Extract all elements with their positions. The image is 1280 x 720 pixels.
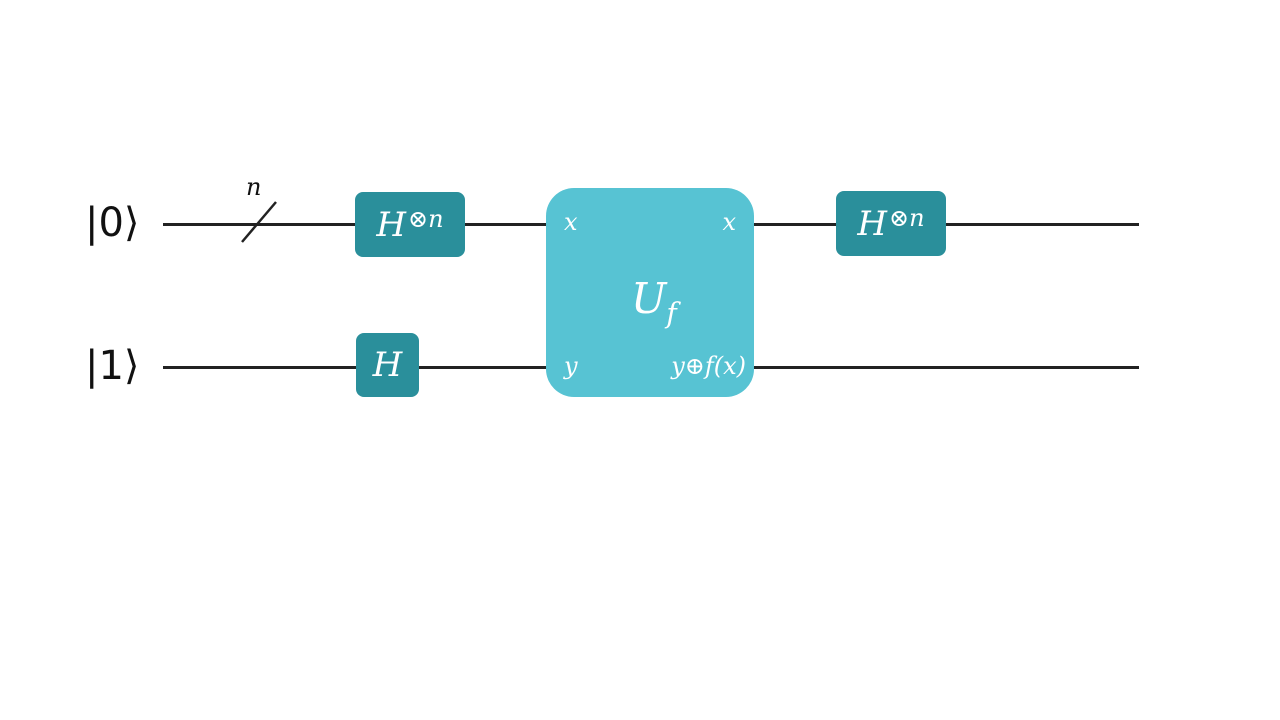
gate-base-label: H [372, 345, 403, 385]
oracle-output-top-label: x [722, 208, 736, 236]
gate-base-label: H [376, 204, 407, 245]
hadamard-n-gate-output: H⊗n [836, 191, 946, 256]
register-size-label: n [246, 173, 262, 201]
oracle-gate: x x Uf y y⊕f(x) [546, 188, 754, 397]
hadamard-gate-ancilla: H [356, 333, 419, 397]
oracle-output-bottom-label: y⊕f(x) [671, 352, 746, 380]
oracle-name: U [631, 274, 667, 323]
gate-exponent-label: ⊗n [889, 203, 925, 232]
hadamard-n-gate-input: H⊗n [355, 192, 465, 257]
oracle-input-top-label: x [564, 208, 578, 236]
qubit-label-top: |0⟩ [85, 200, 140, 246]
oracle-subscript: f [666, 296, 677, 330]
register-slash-icon [241, 201, 277, 243]
oracle-input-bottom-label: y [564, 352, 578, 380]
oracle-name-label: Uf [631, 274, 677, 329]
gate-exponent-label: ⊗n [408, 204, 444, 233]
qubit-label-bottom: |1⟩ [85, 343, 140, 389]
gate-base-label: H [857, 203, 888, 244]
